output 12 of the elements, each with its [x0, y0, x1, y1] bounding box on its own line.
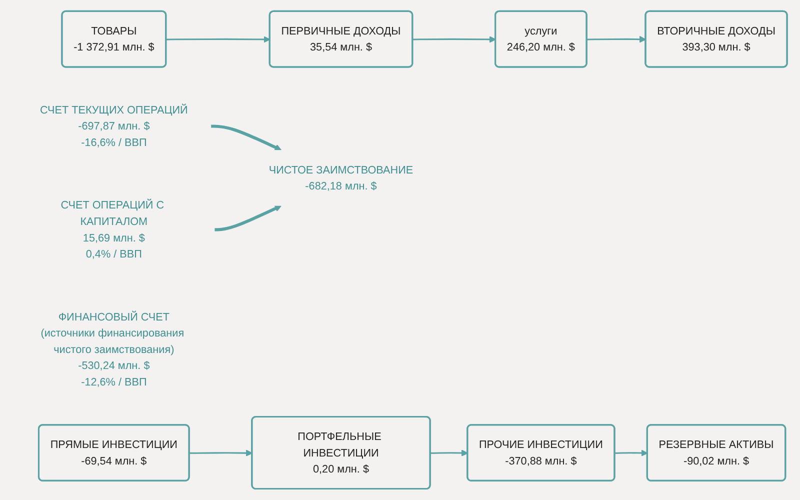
node-text: ЧИСТОЕ ЗАИМСТВОВАНИЕ -682,18 млн. $	[268, 163, 414, 192]
arrow	[412, 36, 496, 43]
arrow	[210, 124, 282, 151]
arrow	[189, 450, 252, 456]
arrow	[586, 36, 646, 43]
arrow	[214, 205, 282, 232]
arrow	[614, 450, 648, 456]
arrow	[430, 450, 468, 456]
node-text: СЧЕТ ОПЕРАЦИЙ С КАПИТАЛОМ 15,69 млн. $ 0,4% / ВВП	[60, 198, 164, 260]
node-text: СЧЕТ ТЕКУЩИХ ОПЕРАЦИЙ -697,87 млн. $ -16,6% / ВВП	[40, 103, 188, 148]
node-text: ФИНАНСОВЫЙ СЧЕТ (источники финансирования чистого заимствования) -530,24 млн. $ -12,6% / ВВП	[40, 310, 184, 388]
arrow	[166, 36, 270, 43]
